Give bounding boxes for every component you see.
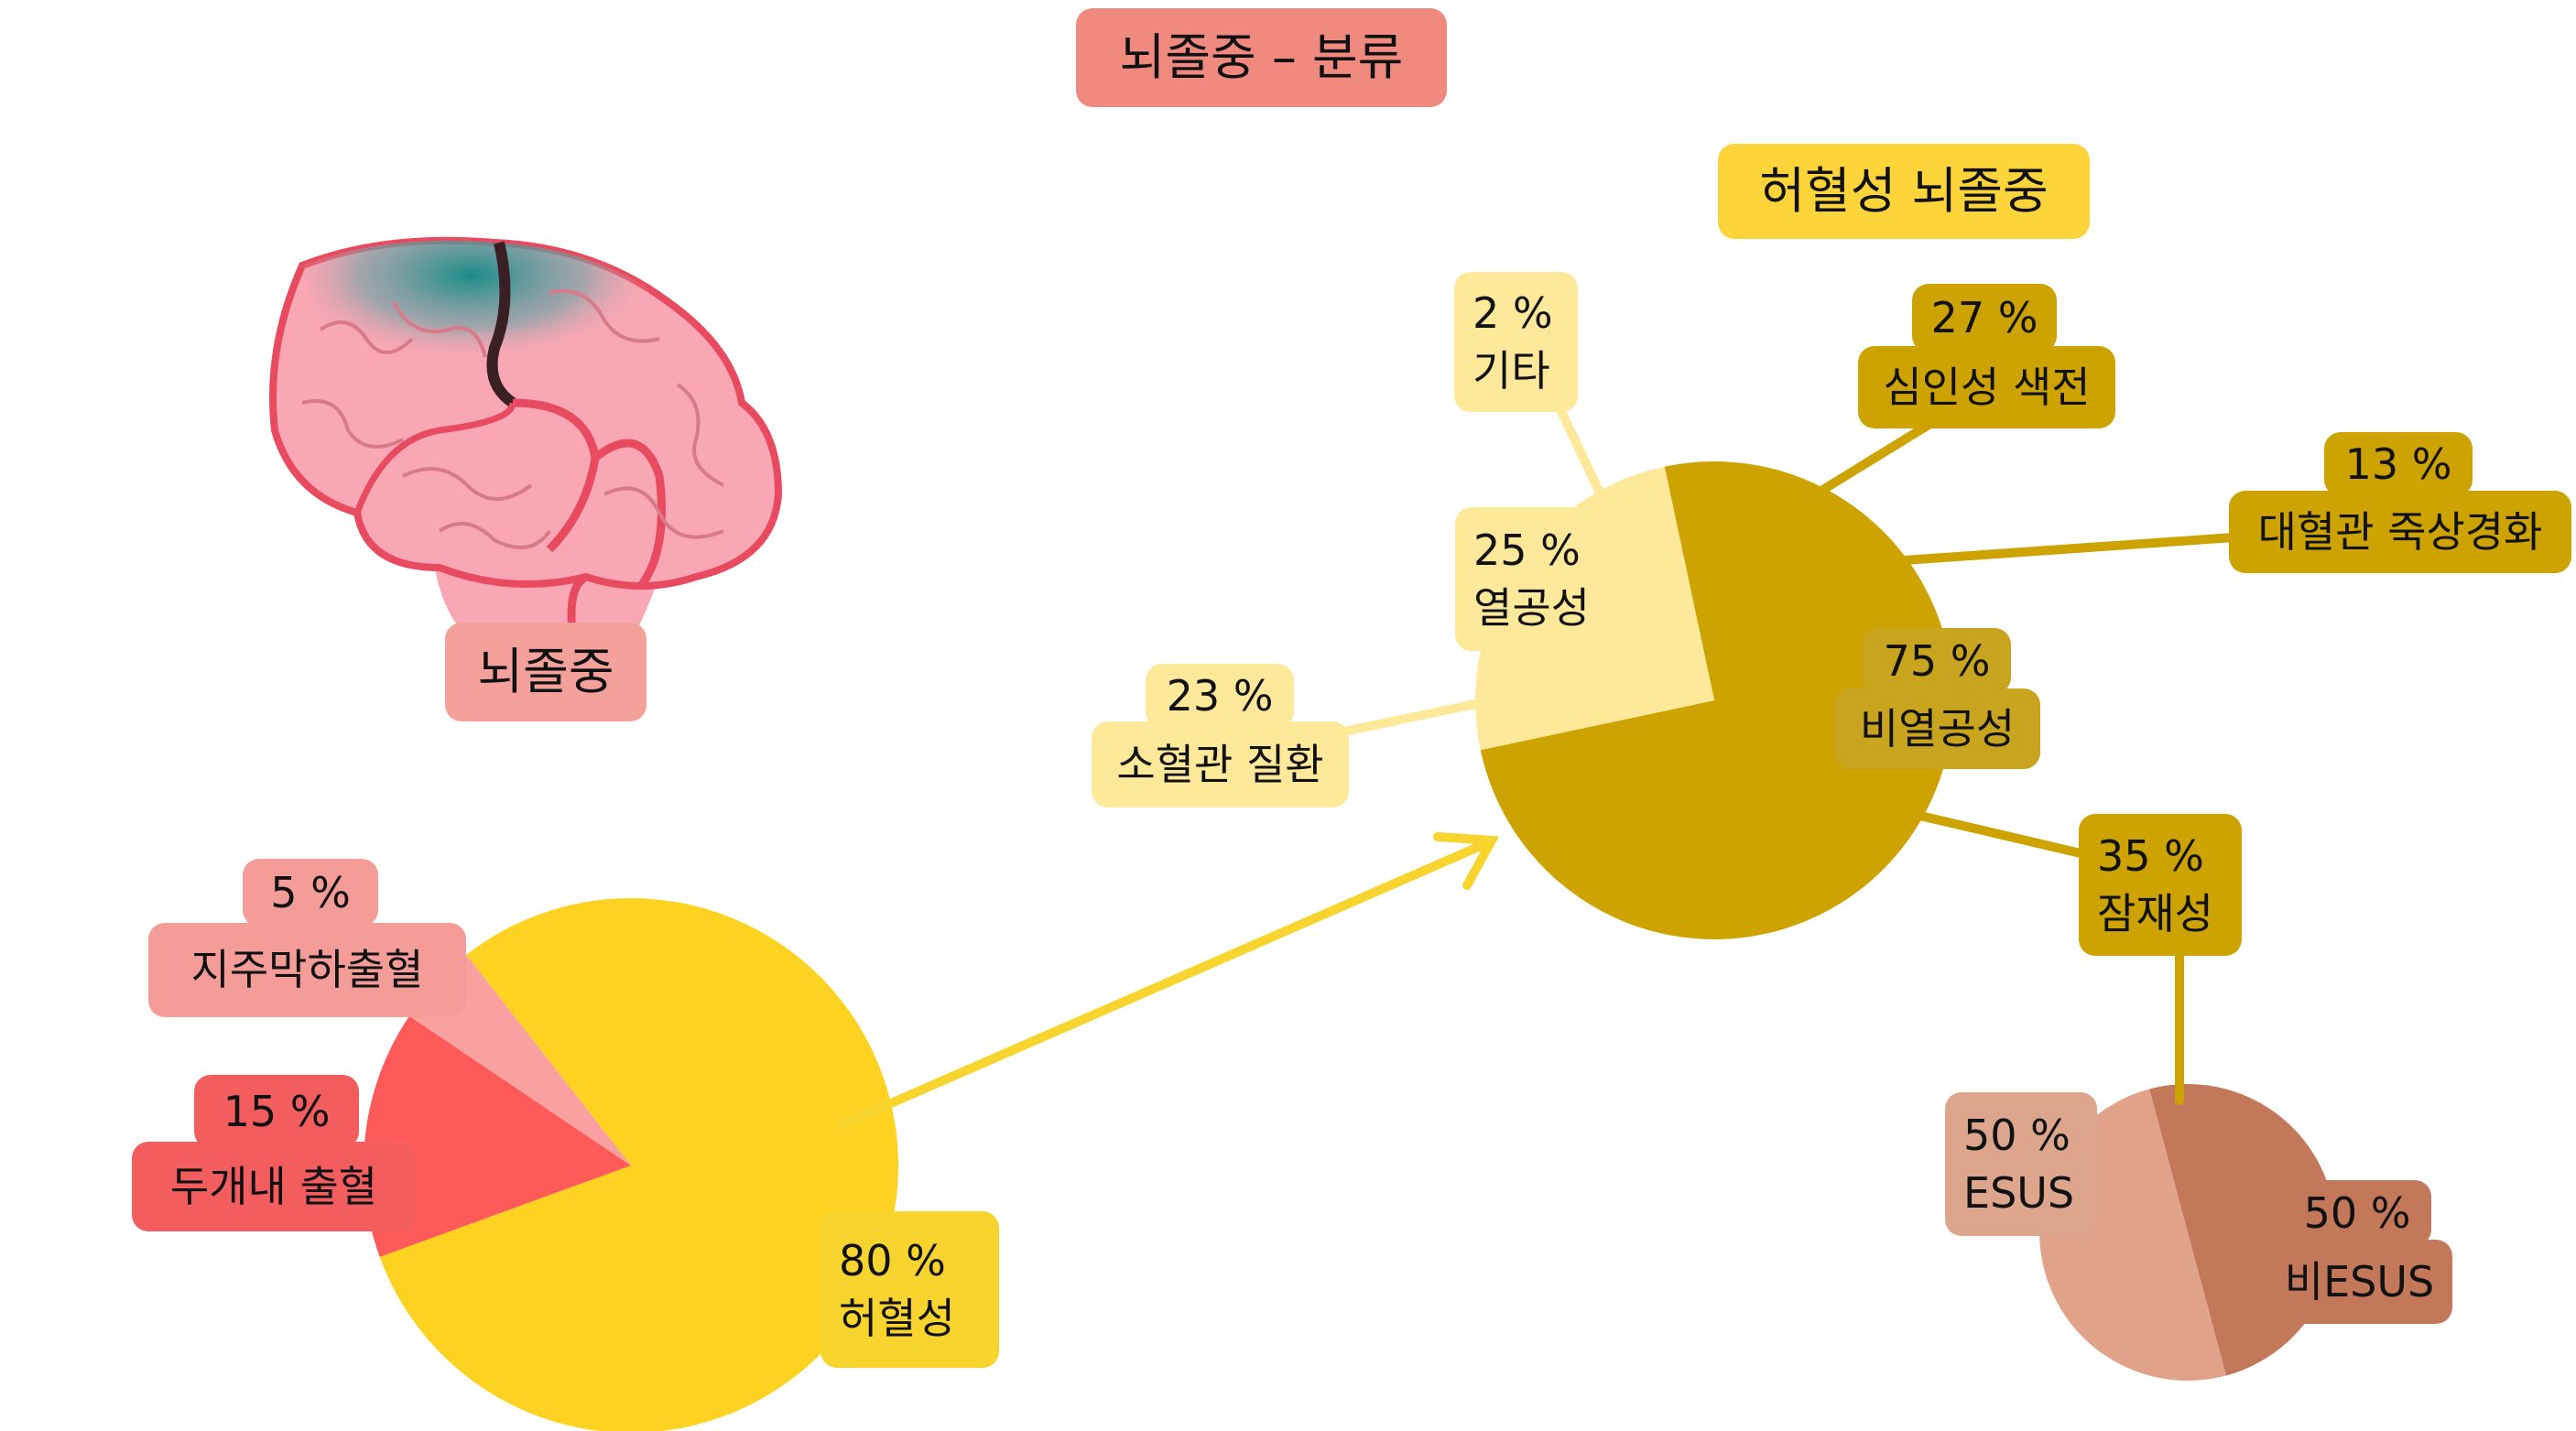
small-vessel-name: 소혈관 질환 xyxy=(1092,721,1349,808)
arrow xyxy=(836,832,1500,1130)
leader-line-cardioembolic xyxy=(1817,420,1933,495)
lacunar-pct: 25 % xyxy=(1473,526,1581,576)
pie-slice-ischemic xyxy=(379,898,898,1431)
cryptogenic-name: 잠재성 xyxy=(2097,888,2213,938)
ischemic-stroke-title: 허혈성 뇌졸중 xyxy=(1718,144,2090,239)
esus-pct: 50 % xyxy=(1963,1111,2071,1161)
lacunar-name: 열공성 xyxy=(1473,582,1590,633)
esus-label: 50 % ESUS xyxy=(1945,1092,2097,1236)
lacunar-label: 25 % 열공성 xyxy=(1455,507,1603,651)
large-artery-pct: 13 % xyxy=(2324,432,2473,496)
intracranial-pct: 15 % xyxy=(194,1075,359,1148)
large-artery-name: 대혈관 죽상경화 xyxy=(2229,491,2571,573)
ischemic-label: 80 % 허혈성 xyxy=(821,1211,999,1368)
brain-illustration xyxy=(269,236,783,641)
non-lacunar-pct: 75 % xyxy=(1863,628,2011,694)
cryptogenic-label: 35 % 잠재성 xyxy=(2079,814,2242,956)
small-vessel-pct: 23 % xyxy=(1146,664,1294,728)
subarachnoid-name: 지주막하출혈 xyxy=(148,923,466,1017)
non-esus-pct: 50 % xyxy=(2283,1180,2431,1246)
leader-line-cryptogenic xyxy=(1916,811,2085,858)
other-name: 기타 xyxy=(1473,345,1550,396)
subarachnoid-pct: 5 % xyxy=(243,859,378,927)
cardioembolic-name: 심인성 색전 xyxy=(1858,346,2115,428)
cardioembolic-pct: 27 % xyxy=(1912,284,2057,352)
intracranial-name: 두개내 출혈 xyxy=(132,1142,416,1231)
pie-slice-intracranial xyxy=(363,1015,631,1257)
pie-chart-1 xyxy=(363,898,898,1431)
leader-line-large-artery xyxy=(1899,533,2238,565)
ischemic-name: 허혈성 xyxy=(839,1293,955,1343)
page-title: 뇌졸중 – 분류 xyxy=(1076,8,1447,107)
other-label: 2 % 기타 xyxy=(1454,272,1578,412)
cryptogenic-pct: 35 % xyxy=(2097,831,2204,882)
leader-line-small-vessel xyxy=(1331,699,1480,738)
other-pct: 2 % xyxy=(1473,288,1553,339)
leader-line-other xyxy=(1553,399,1603,495)
esus-name: ESUS xyxy=(1963,1167,2075,1218)
pie-slice-non-lacunar xyxy=(1480,461,1953,940)
non-lacunar-name: 비열공성 xyxy=(1834,688,2040,769)
non-esus-name: 비ESUS xyxy=(2266,1240,2452,1324)
ischemic-pct: 80 % xyxy=(839,1236,946,1286)
leader-lines xyxy=(1331,399,2238,1105)
brain-label: 뇌졸중 xyxy=(445,623,647,721)
pie-slice-subarachnoid xyxy=(408,954,631,1165)
